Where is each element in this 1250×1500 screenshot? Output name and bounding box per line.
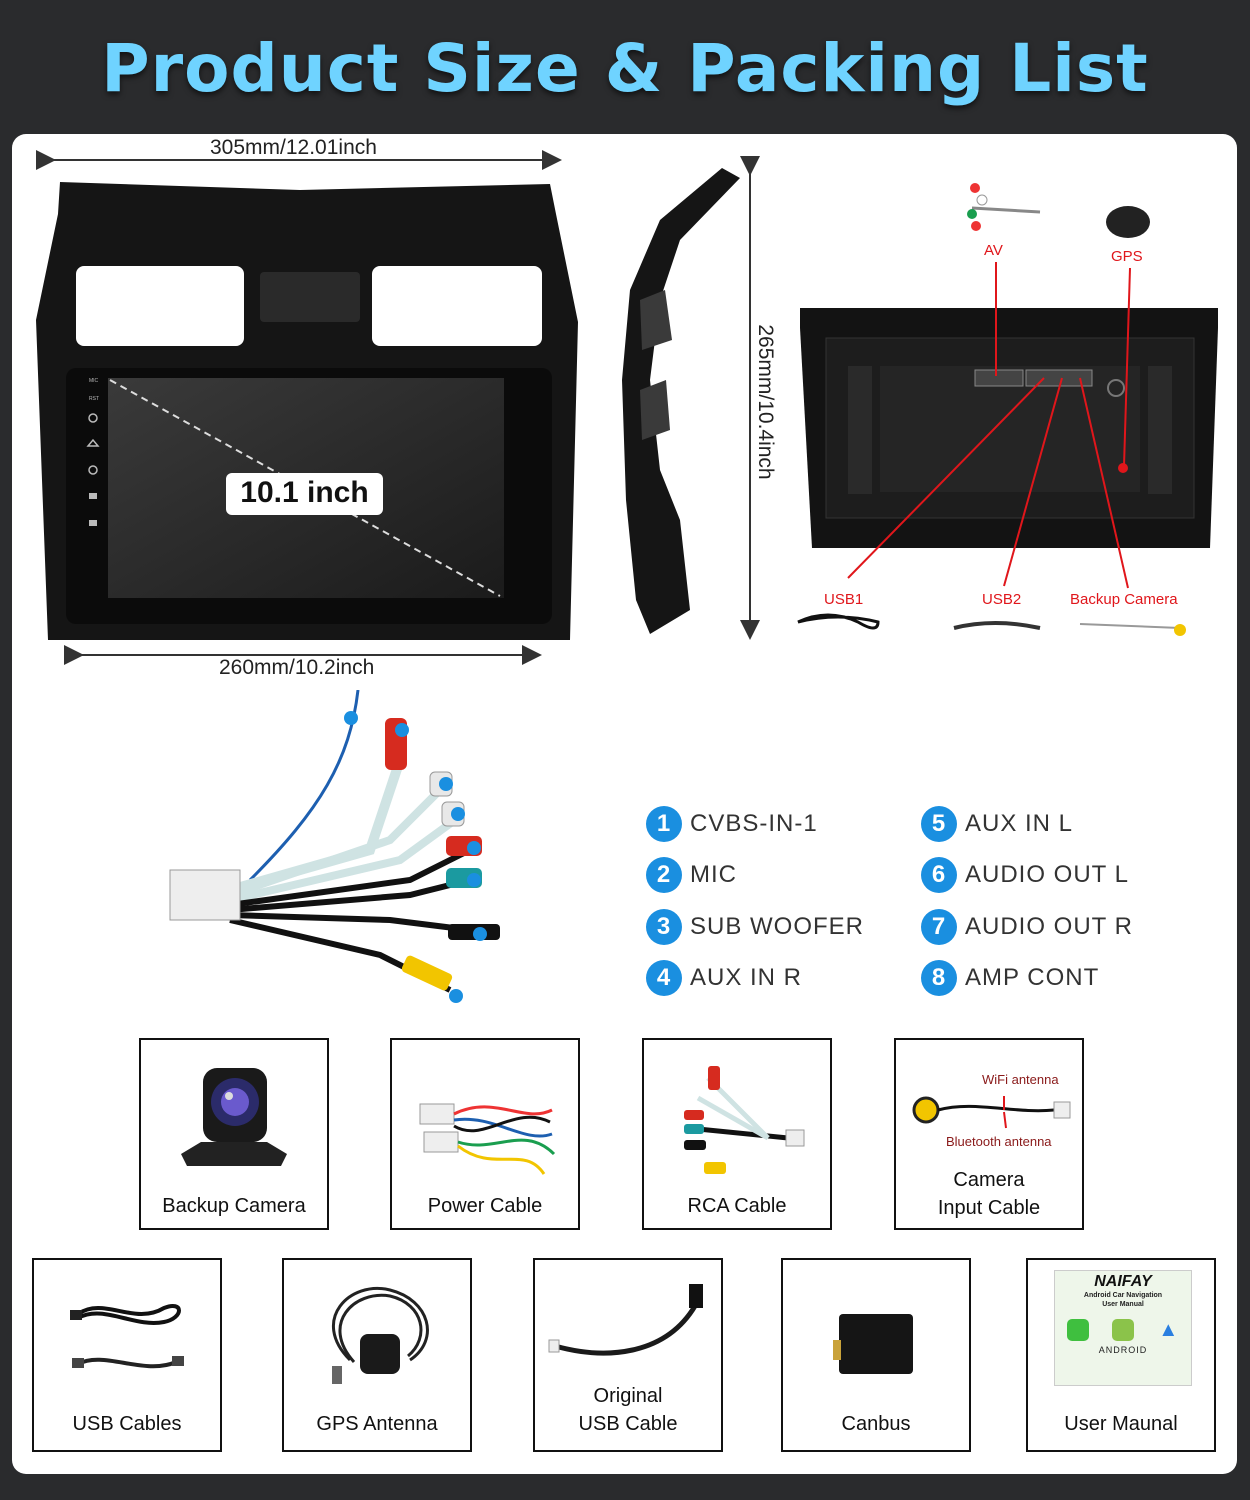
original-usb-cable-icon [548,1284,703,1356]
legend-label: MIC [690,861,737,888]
mic-label: MIC [89,378,99,384]
page-title: Product Size & Packing List [101,30,1149,107]
android-auto-icon: ▲ [1158,1319,1179,1341]
gps-label: GPS [1111,248,1143,265]
legend-number-badge: 1 [646,806,682,842]
legend-item-7: 7 AUDIO OUT R [921,909,1133,945]
legend-number-badge: 7 [921,909,957,945]
legend-item-8: 8 AMP CONT [921,960,1099,996]
manual-cover: NAIFAY Android Car Navigation User Manua… [1054,1270,1192,1386]
legend-label: SUB WOOFER [690,913,865,940]
legend-item-4: 4 AUX IN R [646,960,802,996]
bluetooth-antenna-note: Bluetooth antenna [946,1134,1052,1149]
legend-label: AUDIO OUT L [965,861,1129,888]
legend-number-badge: 5 [921,806,957,842]
pack-item-usb-cables: USB Cables [32,1258,222,1452]
legend-number-badge: 8 [921,960,957,996]
legend-label: AMP CONT [965,964,1100,991]
usb1-label: USB1 [824,591,864,608]
power-cable-icon [419,1103,556,1175]
legend-label: CVBS-IN-1 [690,810,818,837]
pack-item-label: USB Cables [72,1413,182,1435]
head-unit-side-image [622,168,740,634]
legend-number-badge: 3 [646,909,682,945]
legend-item-1: 1 CVBS-IN-1 [646,806,818,842]
pack-item-label: GPS Antenna [316,1413,438,1435]
pack-item-power-cable: Power Cable [390,1038,580,1230]
head-unit-rear-image [797,183,1218,636]
canbus-box-icon [833,1314,913,1374]
legend-number-badge: 6 [921,857,957,893]
rst-label: RST [89,396,99,402]
android-text: ANDROID [1098,1345,1148,1355]
head-unit-front-image [36,182,578,640]
legend-number-badge: 4 [646,960,682,996]
pack-item-original-usb-cable: Original USB Cable [533,1258,723,1452]
pack-item-gps-antenna: GPS Antenna [282,1258,472,1452]
legend-item-5: 5 AUX IN L [921,806,1073,842]
bottom-width-label: 260mm/10.2inch [219,656,375,679]
manual-subtitle: Android Car Navigation User Manual [1083,1292,1163,1308]
legend-label: AUDIO OUT R [965,913,1133,940]
carplay-icon [1066,1319,1089,1341]
android-robot-icon [1111,1319,1134,1341]
pack-item-label: RCA Cable [687,1195,787,1217]
pack-item-canbus: Canbus [781,1258,971,1452]
backup-camera-icon [181,1068,287,1166]
pack-item-user-manual: NAIFAY Android Car Navigation User Manua… [1026,1258,1216,1452]
pack-item-rca-cable: RCA Cable [642,1038,832,1230]
manual-brand: NAIFAY [1094,1273,1152,1290]
wifi-antenna-note: WiFi antenna [982,1072,1059,1087]
legend-item-3: 3 SUB WOOFER [646,909,864,945]
pack-item-camera-input-cable: WiFi antenna Bluetooth antenna Camera In… [894,1038,1084,1230]
rca-cable-icon [684,1066,805,1174]
legend-item-6: 6 AUDIO OUT L [921,857,1129,893]
legend-item-2: 2 MIC [646,857,737,893]
screen-size-label: 10.1 inch [240,476,369,509]
gps-antenna-icon [331,1287,429,1384]
pack-item-label: Camera Input Cable [937,1169,1041,1219]
pack-item-label: Canbus [841,1413,911,1435]
pack-item-label: Backup Camera [162,1195,306,1217]
legend-number-badge: 2 [646,857,682,893]
pack-item-label: Original USB Cable [578,1385,678,1435]
legend-label: AUX IN L [965,810,1074,837]
height-label: 265mm/10.4inch [754,324,777,480]
top-width-label: 305mm/12.01inch [210,136,377,159]
dimension-graphics [36,150,1218,665]
usb-cables-icon [70,1304,184,1369]
legend-label: AUX IN R [690,964,803,991]
pack-item-label: Power Cable [427,1195,543,1217]
usb2-label: USB2 [982,591,1022,608]
pack-item-backup-camera: Backup Camera [139,1038,329,1230]
backup-camera-label: Backup Camera [1070,591,1178,608]
av-label: AV [984,242,1003,259]
rca-harness-image [169,690,500,1003]
camera-input-cable-icon [912,1096,1071,1129]
pack-item-label: User Maunal [1064,1413,1178,1435]
